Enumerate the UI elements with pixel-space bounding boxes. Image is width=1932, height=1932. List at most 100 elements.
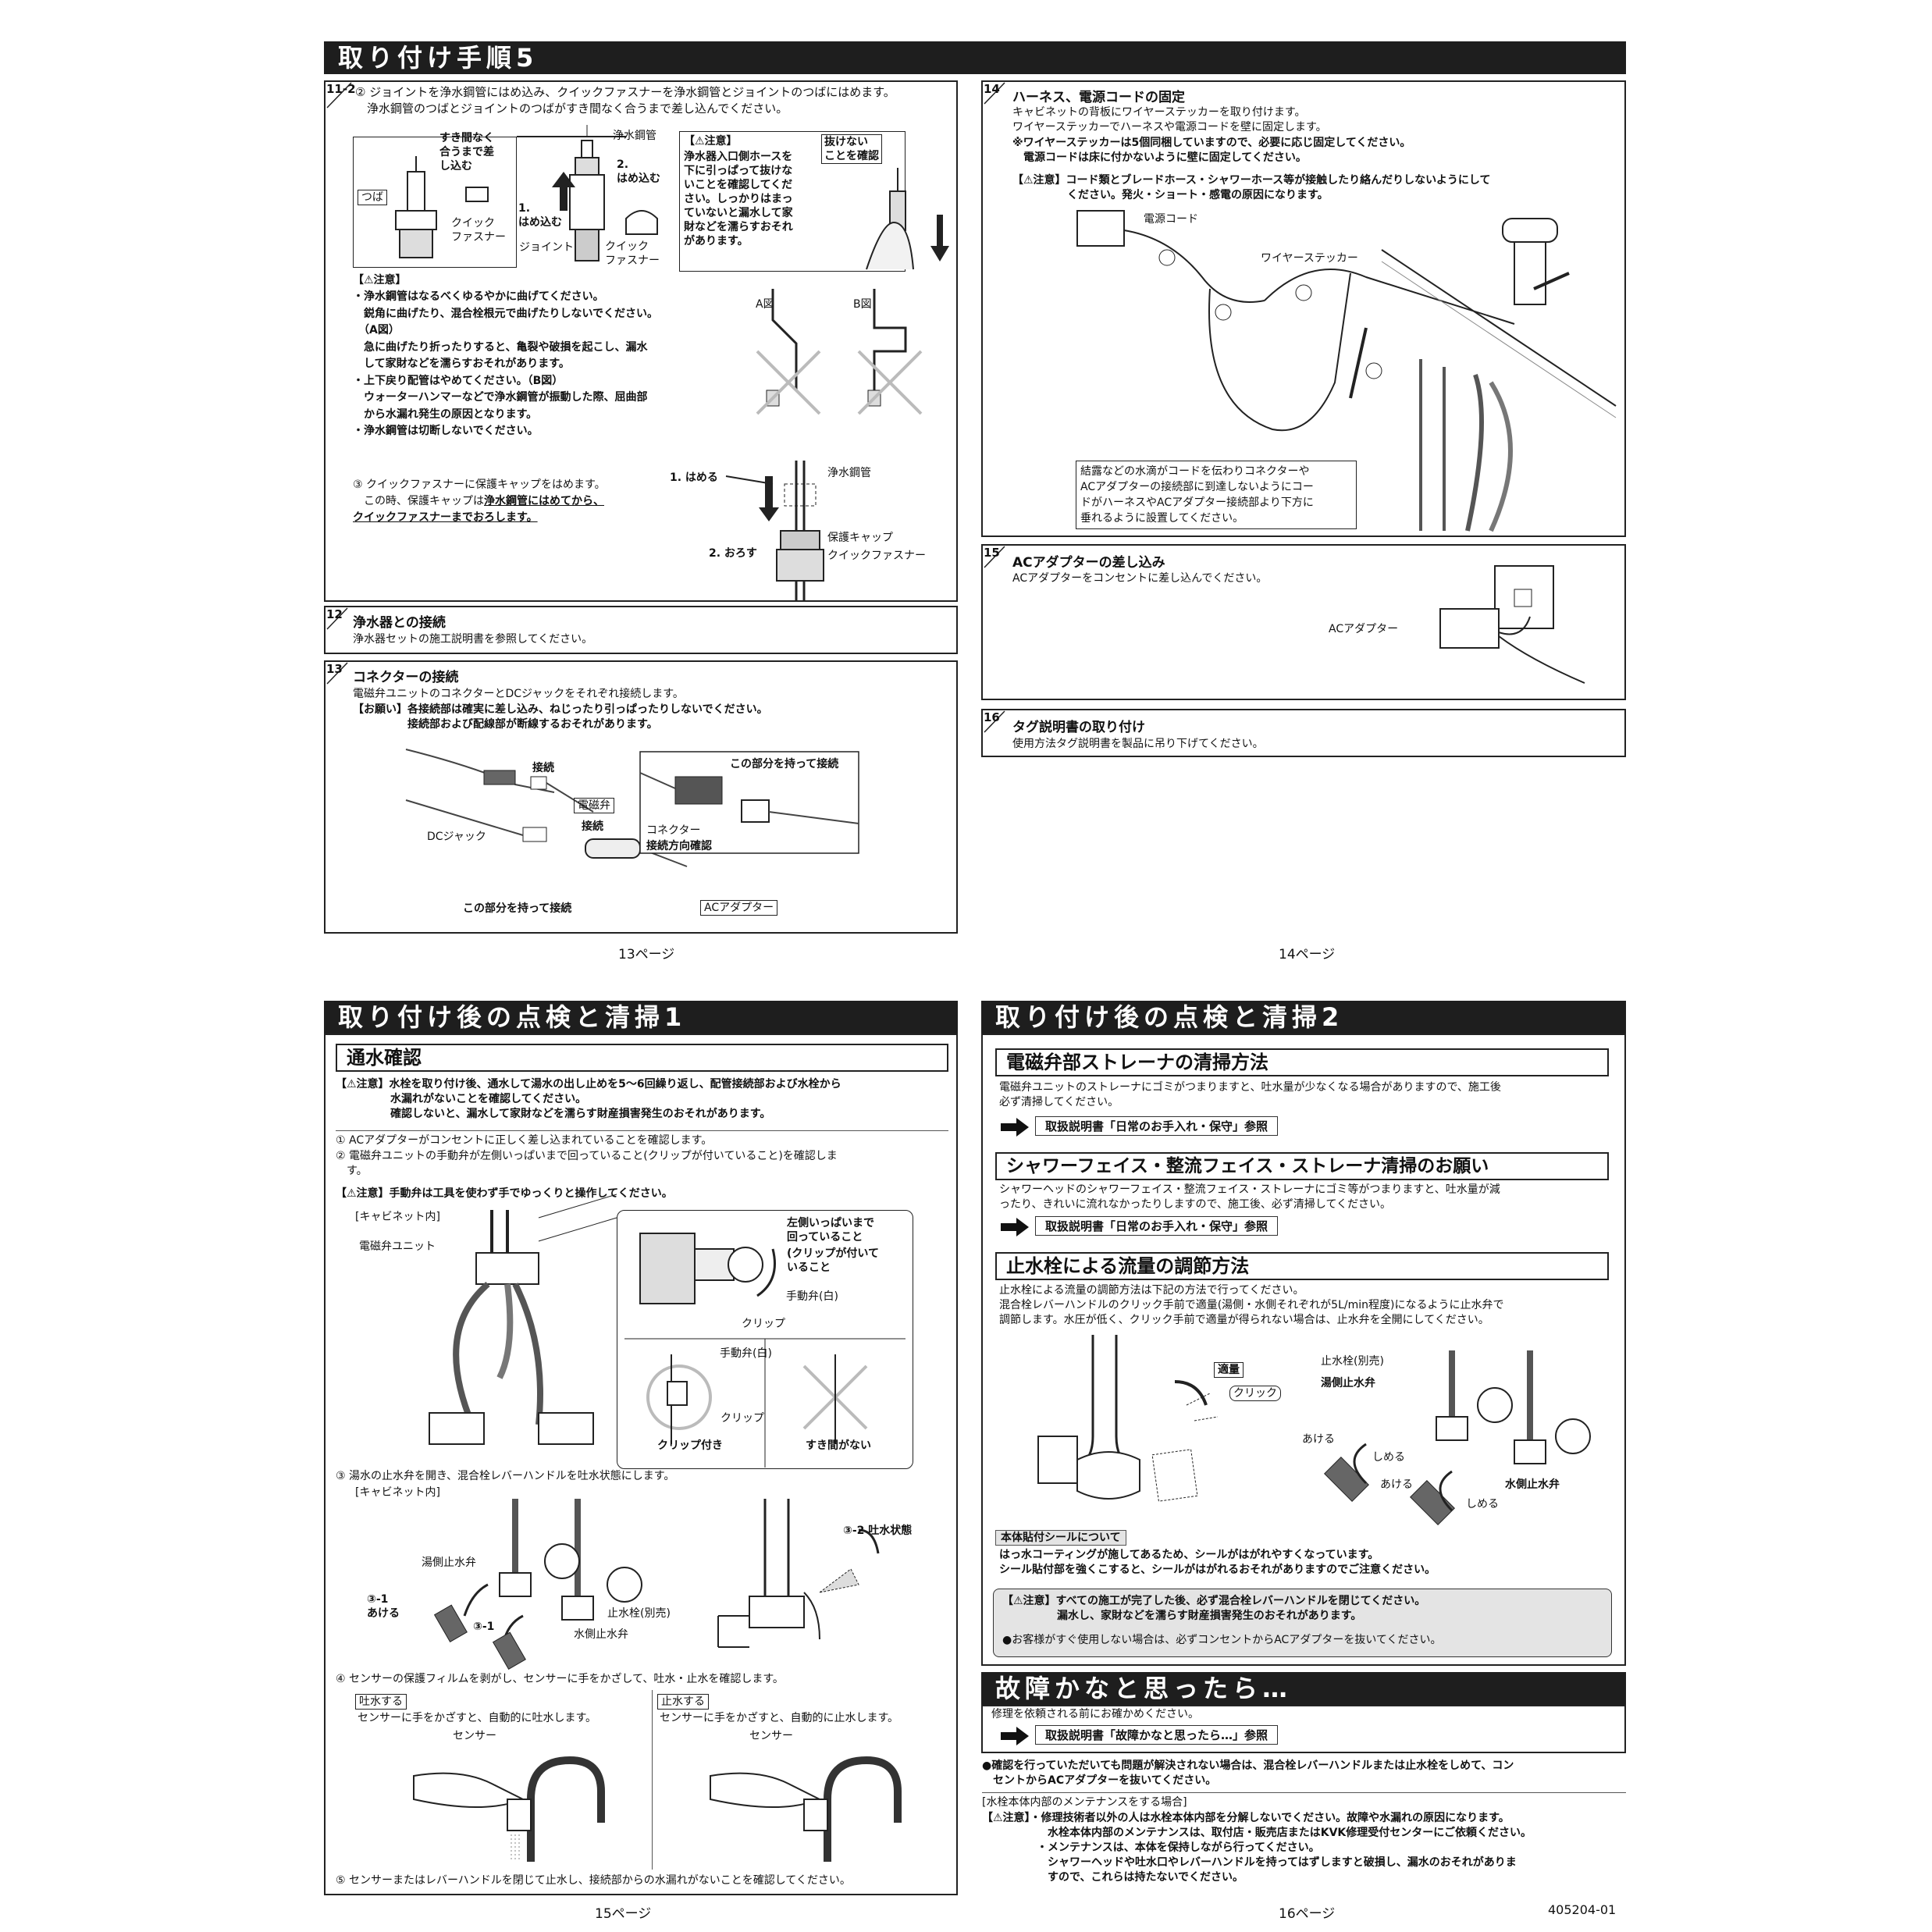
- label-2hamekomu: 2. はめ込む: [617, 158, 660, 185]
- label-shudou2: 手動弁(白): [720, 1347, 772, 1360]
- label-dengen: 電源コード: [1144, 213, 1198, 226]
- tag-tosui: 吐水する: [355, 1694, 407, 1710]
- step3-a: ③ クイックファスナーに保護キャップをはめます。 この時、保護キャップは: [353, 479, 606, 507]
- label-1hamekomu: 1. はめ込む: [518, 202, 562, 229]
- label-quick3: クイックファスナー: [827, 550, 926, 562]
- label-sensor2: センサー: [749, 1730, 793, 1742]
- label-shudou1: 手動弁(白): [786, 1290, 838, 1303]
- label-wire: ワイヤーステッカー: [1261, 252, 1358, 265]
- label-shisui-16: 止水栓(別売): [1321, 1355, 1384, 1368]
- arrow-right-icon: [1001, 1217, 1029, 1236]
- label-mizugawa-16: 水側止水弁: [1505, 1478, 1560, 1491]
- ref3-text: 取扱説明書「故障かなと思ったら…」参照: [1035, 1725, 1279, 1745]
- ref-oteire-2: 取扱説明書「日常のお手入れ・保守」参照: [1001, 1216, 1279, 1236]
- section-corner-line: [984, 710, 1005, 733]
- section-number: 14: [984, 82, 1000, 96]
- section-11-2: [324, 80, 958, 602]
- section-14-body: キャビネットの背板にワイヤーステッカーを取り付けます。 ワイヤーステッカーでハー…: [1012, 106, 1327, 133]
- label-32: ③-2 吐水状態: [843, 1525, 913, 1537]
- sensor-box-divider: [652, 1690, 653, 1870]
- label-denjiben: 電磁弁: [574, 798, 614, 813]
- label-2orosu: 2. おろす: [709, 547, 757, 560]
- label-hogo: 保護キャップ: [827, 532, 893, 544]
- label-unit: 電磁弁ユニット: [359, 1240, 436, 1253]
- section-14-title: ハーネス、電源コードの固定: [1012, 90, 1185, 105]
- arrow-right-icon: [1001, 1117, 1029, 1137]
- gray-caution-box: [993, 1589, 1612, 1657]
- caution2-head: 【⚠注意】: [353, 274, 407, 286]
- cabinet-diagram-2: [433, 1499, 642, 1670]
- label-connector: コネクター: [646, 824, 701, 837]
- arrow-right-icon: [1001, 1726, 1029, 1745]
- label-clip1: クリップ: [742, 1318, 785, 1330]
- document-number: 405204-01: [1548, 1902, 1617, 1917]
- section-15-title: ACアダプターの差し込み: [1012, 555, 1165, 571]
- section-number: 16: [984, 710, 1000, 724]
- label-yugawa: 湯側止水弁: [422, 1557, 476, 1569]
- valve-diagram-16: [1324, 1350, 1591, 1525]
- maint-body: 【⚠注意】・修理技術者以外の人は水栓本体内部を分解しないでください。故障や水漏れ…: [982, 1812, 1532, 1884]
- section-corner-line: [326, 607, 348, 630]
- label-joint: ジョイント: [519, 241, 574, 254]
- step3-text: ③ クイックファスナーに保護キャップをはめます。 この時、保護キャップは浄水鋼管…: [353, 461, 681, 526]
- section-15: [981, 544, 1626, 700]
- caution2-body: ・浄水鋼管はなるべくゆるやかに曲げてください。 鋭角に曲げたり、混合栓根元で曲げ…: [353, 290, 659, 437]
- label-sukimaganai: すき間がない: [806, 1439, 871, 1452]
- cap-diagram: [725, 461, 824, 601]
- trouble-header: 故障かなと思ったら…: [981, 1672, 1626, 1705]
- step3: ③ 湯水の止水弁を開き、混合栓レバーハンドルを吐水状態にします。: [336, 1470, 675, 1482]
- label-1hameru: 1. はめる: [670, 471, 718, 484]
- divider: [336, 1130, 948, 1131]
- label-dc: DCジャック: [427, 831, 486, 843]
- page-number-15: 15ページ: [595, 1906, 652, 1922]
- label-quick2: クイック ファスナー: [605, 240, 660, 267]
- gray-note: ●お客様がすぐ使用しない場合は、必ずコンセントからACアダプターを抜いてください…: [1002, 1634, 1442, 1646]
- label-cabinet1: [キャビネット内]: [355, 1211, 440, 1223]
- shisui-body: センサーに手をかざすと、自動的に止水します。: [660, 1712, 899, 1724]
- section-13: [324, 660, 958, 934]
- section-16: [981, 709, 1626, 757]
- label-shimeru1: しめる: [1372, 1451, 1405, 1464]
- label-jousui2: 浄水鋼管: [827, 467, 871, 479]
- label-clip2: クリップ: [720, 1412, 764, 1425]
- label-shisui: 止水栓(別売): [607, 1607, 671, 1620]
- tag-shisui: 止水する: [657, 1694, 709, 1710]
- section-number: 15: [984, 546, 1000, 560]
- caution-body: 浄水器入口側ホースを 下に引っぱって抜けな いことを確認してくだ さい。しっかり…: [684, 151, 793, 247]
- caution-head: 【⚠注意】: [684, 135, 738, 148]
- ref-trouble: 取扱説明書「故障かなと思ったら…」参照: [1001, 1725, 1279, 1745]
- label-clip-tsuite: (クリップが付いて いること: [787, 1247, 879, 1274]
- divider: [982, 1792, 1626, 1793]
- section-12: [324, 606, 958, 654]
- gray-caution: 【⚠注意】すべての施工が完了した後、必ず混合栓レバーハンドルを閉じてください。 …: [1002, 1595, 1426, 1622]
- note-box-text: 結露などの水滴がコードを伝わりコネクターや ACアダプターの接続部に到達しないよ…: [1080, 465, 1314, 525]
- joint-diagram: [395, 125, 658, 262]
- label-akeru1: あける: [1302, 1433, 1335, 1446]
- valve-detail-diagram: [624, 1233, 906, 1468]
- section-12-body: 浄水器セットの施工説明書を参照してください。: [353, 633, 593, 646]
- trouble-bullet: ●確認を行っていただいても問題が解決されない場合は、混合栓レバーハンドルまたは止…: [982, 1759, 1514, 1787]
- step4: ④ センサーの保護フィルムを剥がし、センサーに手をかざして、吐水・止水を確認しま…: [336, 1673, 784, 1685]
- fig-b-label: B図: [853, 298, 872, 311]
- label-hidari: 左側いっぱいまで 回っていること: [787, 1217, 874, 1244]
- label-setsuzoku1: 接続: [532, 762, 554, 774]
- step2: ② 電磁弁ユニットの手動弁が左側いっぱいまで回っていること(クリップが付いている…: [336, 1150, 838, 1177]
- tosui-body: センサーに手をかざすと、自動的に吐水します。: [358, 1712, 597, 1724]
- ac-adapter-diagram: [1439, 565, 1585, 684]
- label-jousuikoukan: 浄水鋼管: [613, 130, 656, 142]
- section-number: 13: [326, 662, 343, 676]
- section-13-body1: 電磁弁ユニットのコネクターとDCジャックをそれぞれ接続します。: [353, 688, 684, 700]
- page15-frame: [324, 1034, 958, 1895]
- faucet-diagram-1: [717, 1499, 880, 1648]
- section-14: [981, 80, 1626, 537]
- label-sukima: すき間なく 合うまで差 し込む: [439, 132, 494, 173]
- section-13-body2: 【お願い】各接続部は確実に差し込み、ねじったり引っぱったりしないでください。 接…: [353, 703, 768, 731]
- section-14-note: ※ワイヤーステッカーは5個同梱していますので、必要に応じ固定してください。 電源…: [1012, 137, 1411, 164]
- sub-tsuusui: 通水確認: [336, 1044, 948, 1072]
- note-box: [1076, 461, 1357, 529]
- section-corner-line: [984, 546, 1005, 568]
- section-16-body: 使用方法タグ説明書を製品に吊り下げてください。: [1012, 738, 1264, 750]
- label-click: クリック: [1229, 1386, 1281, 1401]
- section-corner-line: [326, 662, 348, 685]
- label-cabinet2: [キャビネット内]: [355, 1486, 440, 1499]
